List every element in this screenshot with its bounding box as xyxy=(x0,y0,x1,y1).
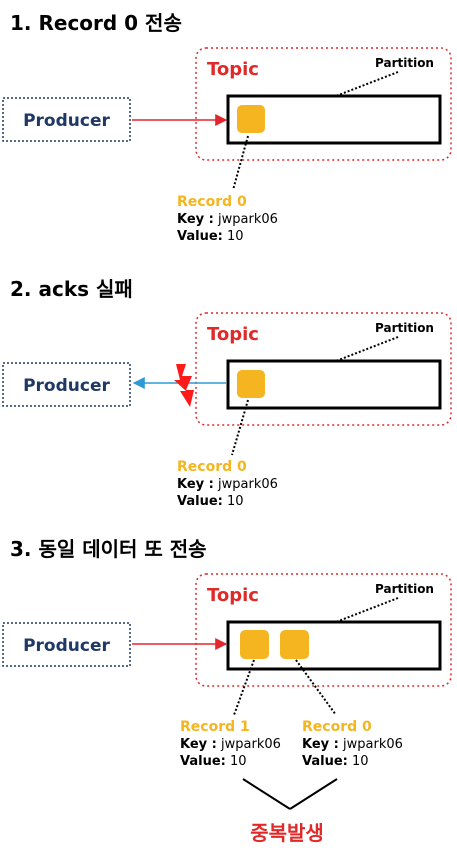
step-3: 3. 동일 데이터 또 전송 Topic Partition Producer … xyxy=(2,537,452,845)
step-3-partition-pointer xyxy=(335,597,399,623)
key-label: Key : xyxy=(180,737,217,752)
key-label: Key : xyxy=(177,477,214,492)
step-2-record-0-block xyxy=(237,370,265,398)
step-2-producer-box xyxy=(2,362,131,407)
value-label: Value: xyxy=(177,494,223,509)
step-2-topic-box xyxy=(195,312,452,426)
step-3-topic-label: Topic xyxy=(207,585,259,606)
value-label: Value: xyxy=(302,754,348,769)
step-3-record-1-key: Key : jwpark06 xyxy=(180,737,281,752)
key-value: jwpark06 xyxy=(214,212,278,227)
step-3-producer-label: Producer xyxy=(23,636,110,656)
step-2-producer-label: Producer xyxy=(23,376,110,396)
key-label: Key : xyxy=(177,212,214,227)
value-value: 10 xyxy=(348,754,369,769)
step-3-record-0-block xyxy=(240,630,269,659)
step-3-heading: 3. 동일 데이터 또 전송 xyxy=(10,537,207,561)
duplicate-label: 중복발생 xyxy=(250,821,324,845)
lightning-bolt-icon xyxy=(174,364,194,407)
duplicate-bracket-left xyxy=(242,778,291,810)
step-3-record-1-title: Record 1 xyxy=(180,719,250,735)
step-3-record-1-pointer xyxy=(233,659,255,716)
step-3-record-1-value: Value: 10 xyxy=(180,754,247,769)
step-1-record-0-key: Key : jwpark06 xyxy=(177,212,278,227)
step-2-topic-label: Topic xyxy=(207,324,259,345)
step-3-record-0-pointer xyxy=(295,659,337,716)
step-2-record-0-value: Value: 10 xyxy=(177,494,244,509)
step-2: 2. acks 실패 Topic Partition Producer Reco… xyxy=(2,277,452,509)
step-1-heading: 1. Record 0 전송 xyxy=(10,11,182,35)
value-value: 10 xyxy=(223,229,244,244)
key-value: jwpark06 xyxy=(217,737,281,752)
step-1-partition-label: Partition xyxy=(375,56,434,70)
value-label: Value: xyxy=(177,229,223,244)
step-1-record-0-value: Value: 10 xyxy=(177,229,244,244)
step-3-record-0-title: Record 0 xyxy=(302,719,372,735)
step-1-producer-box xyxy=(2,97,131,142)
key-value: jwpark06 xyxy=(214,477,278,492)
step-1-record-0-block xyxy=(237,105,265,133)
value-value: 10 xyxy=(223,494,244,509)
step-3-record-0-key: Key : jwpark06 xyxy=(302,737,403,752)
value-label: Value: xyxy=(180,754,226,769)
step-3-record-0-value: Value: 10 xyxy=(302,754,369,769)
value-value: 10 xyxy=(226,754,247,769)
step-1-record-0-title: Record 0 xyxy=(177,194,247,210)
key-value: jwpark06 xyxy=(339,737,403,752)
step-2-heading: 2. acks 실패 xyxy=(10,277,133,301)
step-2-record-pointer xyxy=(231,399,249,456)
step-2-record-0-key: Key : jwpark06 xyxy=(177,477,278,492)
key-label: Key : xyxy=(302,737,339,752)
step-1-producer-label: Producer xyxy=(23,111,110,131)
step-2-partition-pointer xyxy=(335,336,399,362)
step-1-record-pointer xyxy=(232,135,249,191)
step-3-record-1-block xyxy=(280,630,309,659)
step-3-partition-label: Partition xyxy=(375,582,434,596)
step-2-partition-label: Partition xyxy=(375,321,434,335)
step-3-topic-box xyxy=(195,573,452,687)
step-1-topic-label: Topic xyxy=(207,59,259,80)
step-3-producer-box xyxy=(2,622,131,667)
step-1-partition-pointer xyxy=(335,71,399,97)
duplicate-bracket-right xyxy=(289,778,338,810)
step-1-topic-box xyxy=(195,47,452,161)
step-2-record-0-title: Record 0 xyxy=(177,459,247,475)
step-1: 1. Record 0 전송 Topic Partition Producer … xyxy=(2,11,452,244)
